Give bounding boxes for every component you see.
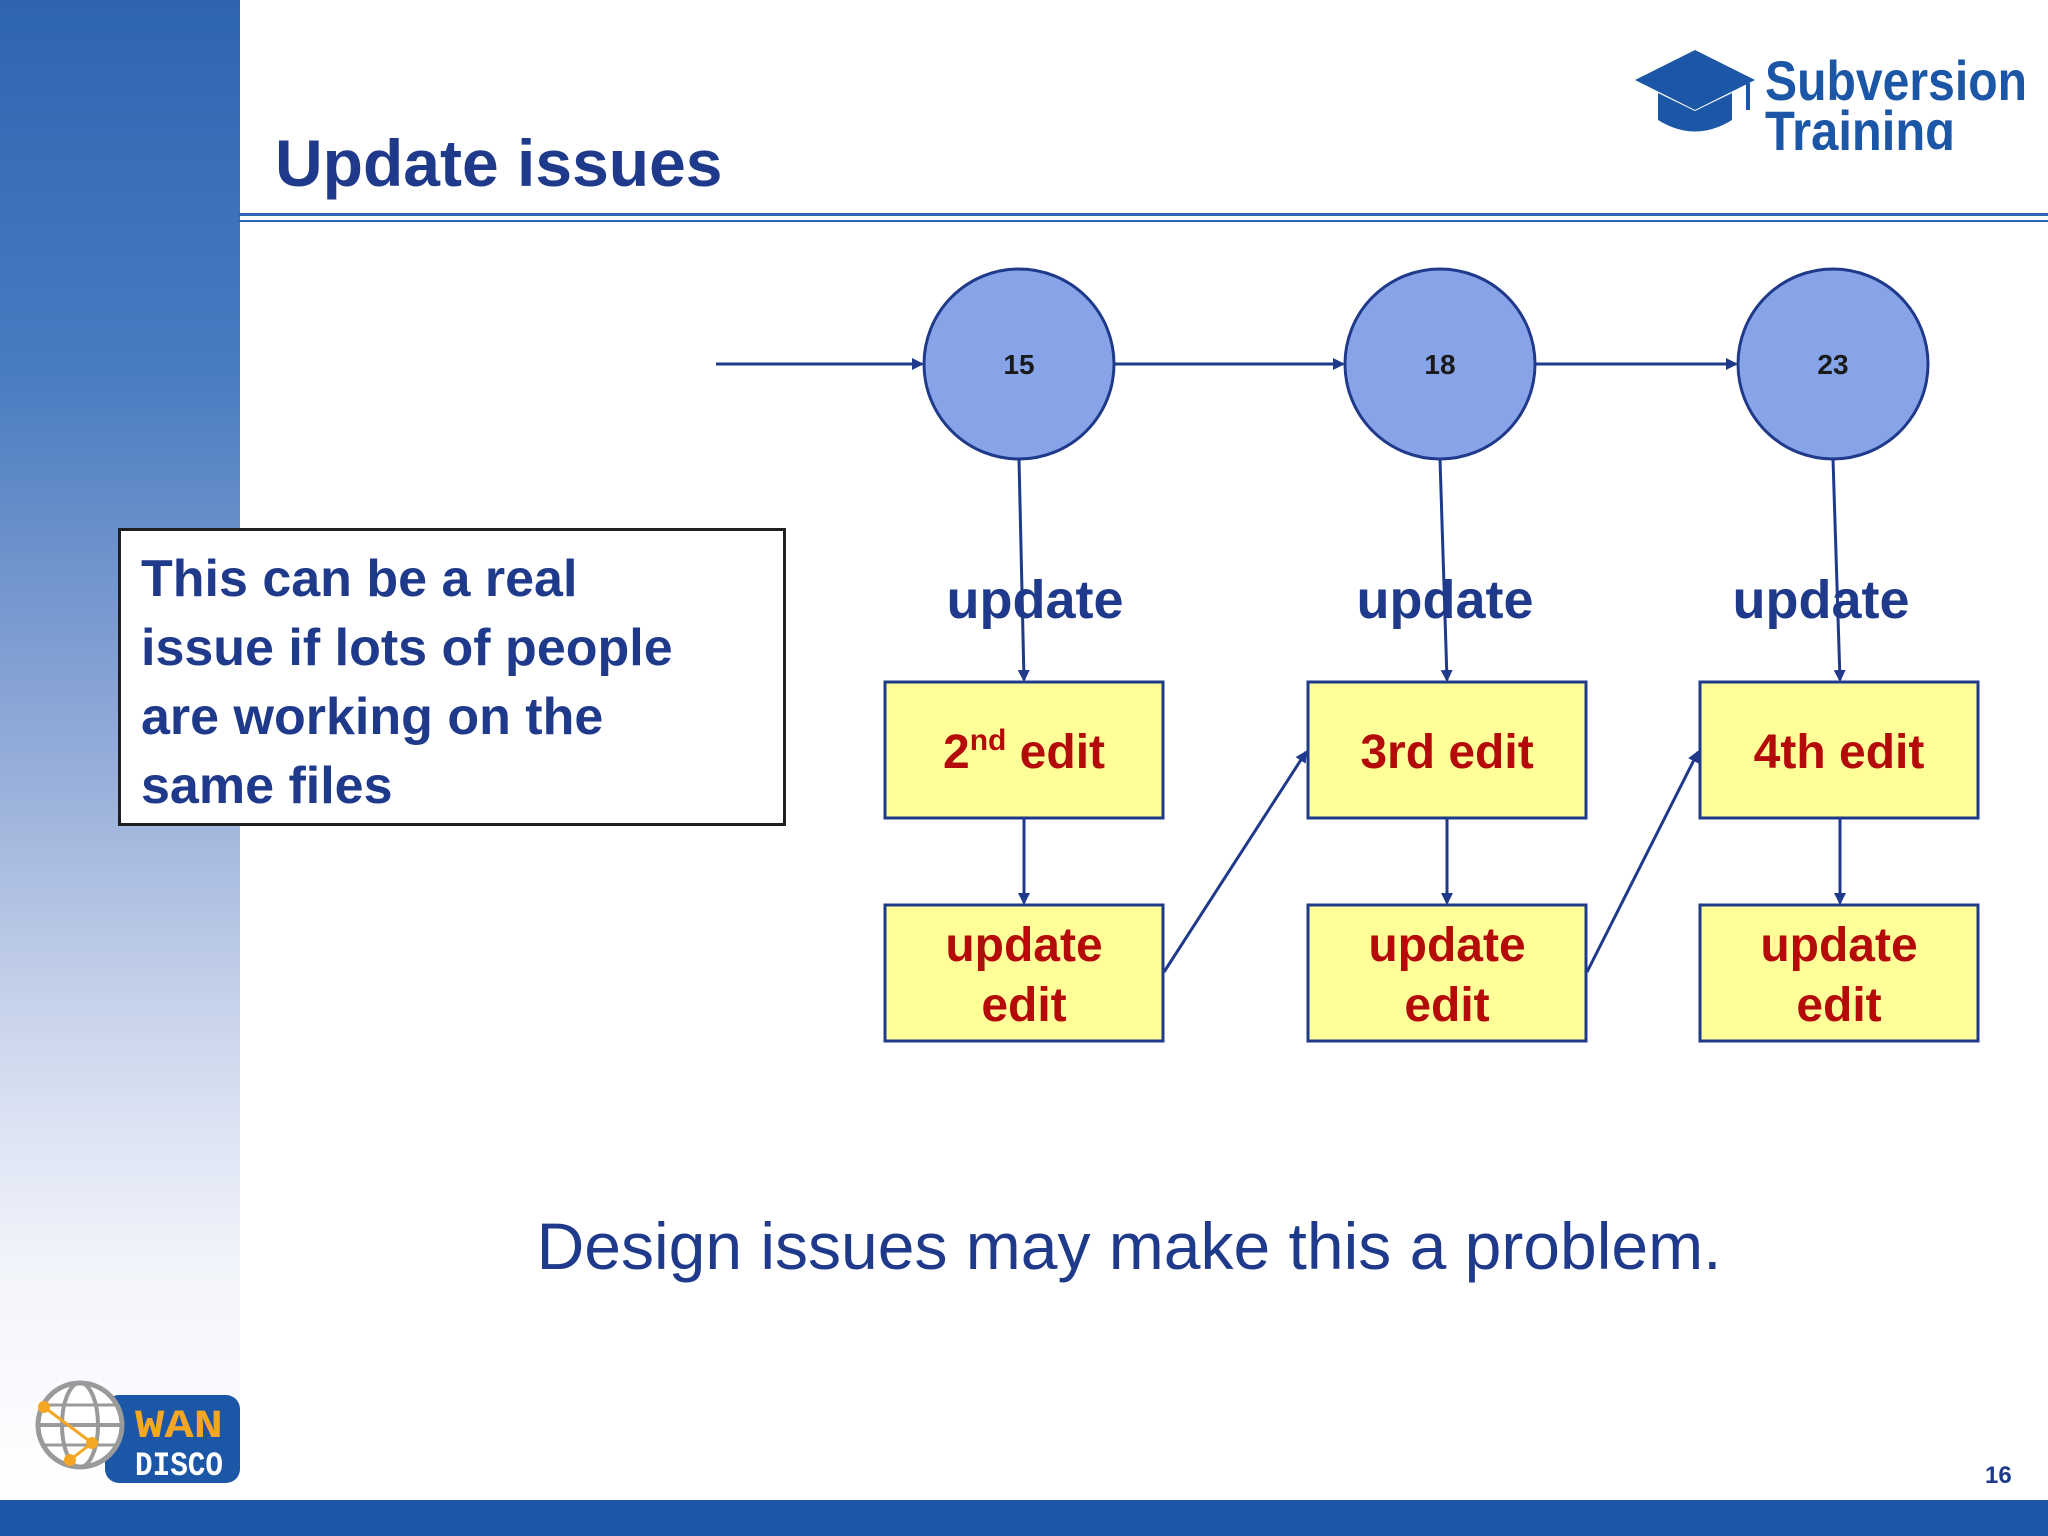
page-number: 16 xyxy=(1985,1462,2012,1489)
subversion-training-logo: Subversion Training xyxy=(1635,49,2027,150)
globe-icon xyxy=(35,1380,125,1470)
callout-line: are working on the xyxy=(141,688,604,746)
footer-bar xyxy=(0,1500,2048,1536)
revision-label: 23 xyxy=(1817,349,1848,380)
callout-line: same files xyxy=(141,757,393,815)
update-edit-line-1: update xyxy=(1368,919,1525,972)
edit-box-label: 4th edit xyxy=(1754,726,1925,779)
revision-node: 15 xyxy=(922,267,1116,461)
update-edit-line-2: edit xyxy=(1404,979,1489,1032)
title-divider xyxy=(238,213,2048,222)
company-line-2: DISCO xyxy=(135,1448,223,1485)
update-edit-line-1: update xyxy=(945,919,1102,972)
wandisco-logo: WAN DISCO xyxy=(35,1380,240,1485)
callout-line: This can be a real xyxy=(141,550,578,608)
slide-title: Update issues xyxy=(275,126,723,200)
edit-box: 2nd edit xyxy=(883,680,1165,820)
revision-label: 15 xyxy=(1003,349,1034,380)
update-diagram: 15 18 23 update update update 2nd edit 3… xyxy=(716,267,1980,1043)
update-label: update xyxy=(1732,570,1909,630)
update-arrow xyxy=(1831,458,1846,682)
revision-label: 18 xyxy=(1424,349,1455,380)
update-edit-box: update edit xyxy=(1698,903,1980,1043)
callout-line: issue if lots of people xyxy=(141,619,673,677)
update-edit-box: update edit xyxy=(883,903,1165,1043)
edit-box: 4th edit xyxy=(1698,680,1980,820)
merge-arrow xyxy=(1162,750,1308,973)
revision-node: 23 xyxy=(1736,267,1930,461)
revision-node: 18 xyxy=(1343,267,1537,461)
edit-box-label: 2nd edit xyxy=(943,724,1105,779)
update-arrow xyxy=(1017,458,1030,682)
update-edit-line-2: edit xyxy=(981,979,1066,1032)
merge-arrow xyxy=(1585,750,1700,973)
edit-box-label: 3rd edit xyxy=(1360,726,1533,779)
update-arrow xyxy=(1438,458,1453,682)
update-edit-line-1: update xyxy=(1760,919,1917,972)
brand-line-1: Subversion xyxy=(1765,49,2027,112)
callout-box: This can be a real issue if lots of peop… xyxy=(118,528,786,826)
update-label: update xyxy=(1356,570,1533,630)
update-label: update xyxy=(946,570,1123,630)
company-line-1: WAN xyxy=(135,1405,223,1450)
update-edit-line-2: edit xyxy=(1796,979,1881,1032)
bottom-statement: Design issues may make this a problem. xyxy=(536,1209,1722,1283)
edit-box: 3rd edit xyxy=(1306,680,1588,820)
update-edit-box: update edit xyxy=(1306,903,1588,1043)
brand-line-2: Training xyxy=(1765,99,1955,150)
graduation-cap-icon xyxy=(1635,50,1755,132)
